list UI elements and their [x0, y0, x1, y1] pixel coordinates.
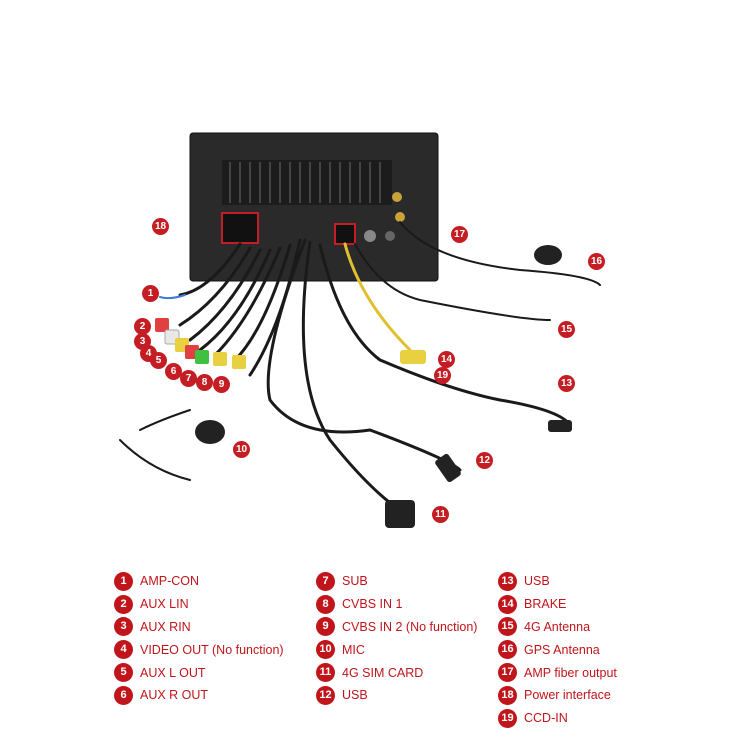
port: [385, 231, 395, 241]
legend-number: 2: [114, 595, 133, 614]
legend-number: 3: [114, 617, 133, 636]
legend-column-2: 7 SUB 8 CVBS IN 1 9 CVBS IN 2 (No function)…: [316, 570, 477, 707]
legend-label: MIC: [342, 643, 365, 657]
legend-item: 6 AUX R OUT: [114, 684, 284, 707]
head-unit: [190, 133, 438, 281]
product-photo: [0, 0, 750, 560]
port: [364, 230, 376, 242]
legend-label: AUX L OUT: [140, 666, 206, 680]
legend-item: 14 BRAKE: [498, 593, 617, 616]
legend-label: 4G SIM CARD: [342, 666, 423, 680]
photo-badge-10: 10: [233, 441, 250, 458]
photo-badge-15: 15: [558, 321, 575, 338]
legend-item: 5 AUX L OUT: [114, 661, 284, 684]
legend-label: CVBS IN 2 (No function): [342, 620, 477, 634]
legend-number: 19: [498, 709, 517, 728]
legend-item: 4 VIDEO OUT (No function): [114, 638, 284, 661]
legend-column-1: 1 AMP-CON 2 AUX LIN 3 AUX RIN 4 VIDEO OUT (N…: [114, 570, 284, 707]
legend-item: 18 Power interface: [498, 684, 617, 707]
legend-number: 10: [316, 640, 335, 659]
legend-item: 12 USB: [316, 684, 477, 707]
antenna-port: [395, 212, 405, 222]
power-connector: [222, 213, 258, 243]
photo-badge-1: 1: [142, 285, 159, 302]
legend-item: 17 AMP fiber output: [498, 661, 617, 684]
gps-antenna: [534, 245, 562, 265]
legend-label: GPS Antenna: [524, 643, 600, 657]
legend-number: 8: [316, 595, 335, 614]
legend-label: BRAKE: [524, 597, 566, 611]
legend-label: 4G Antenna: [524, 620, 590, 634]
legend-label: AMP-CON: [140, 574, 199, 588]
legend-item: 10 MIC: [316, 638, 477, 661]
photo-badge-13: 13: [558, 375, 575, 392]
usb-plug: [548, 420, 572, 432]
legend-label: AUX LIN: [140, 597, 189, 611]
photo-badge-12: 12: [476, 452, 493, 469]
legend-label: VIDEO OUT (No function): [140, 643, 284, 657]
legend-number: 9: [316, 617, 335, 636]
amp-fiber-connector: [335, 224, 355, 244]
legend-number: 16: [498, 640, 517, 659]
photo-badge-16: 16: [588, 253, 605, 270]
legend-item: 15 4G Antenna: [498, 616, 617, 639]
legend-number: 7: [316, 572, 335, 591]
legend-label: CCD-IN: [524, 711, 568, 725]
photo-badge-17: 17: [451, 226, 468, 243]
sim-card-holder: [385, 500, 415, 528]
photo-badge-7: 7: [180, 370, 197, 387]
legend-number: 6: [114, 686, 133, 705]
legend-item: 2 AUX LIN: [114, 593, 284, 616]
heatsink: [222, 160, 392, 205]
photo-badge-18: 18: [152, 218, 169, 235]
legend-label: Power interface: [524, 688, 611, 702]
legend-item: 19 CCD-IN: [498, 707, 617, 730]
legend-item: 8 CVBS IN 1: [316, 593, 477, 616]
photo-badge-9: 9: [213, 376, 230, 393]
legend-number: 4: [114, 640, 133, 659]
legend-column-3: 13 USB 14 BRAKE 15 4G Antenna 16 GPS Antenna…: [498, 570, 617, 730]
legend-number: 18: [498, 686, 517, 705]
antenna-port: [392, 192, 402, 202]
legend-number: 5: [114, 663, 133, 682]
legend-number: 12: [316, 686, 335, 705]
legend-item: 13 USB: [498, 570, 617, 593]
legend: 1 AMP-CON 2 AUX LIN 3 AUX RIN 4 VIDEO OUT (N…: [0, 570, 750, 740]
legend-label: AUX R OUT: [140, 688, 208, 702]
legend-number: 11: [316, 663, 335, 682]
legend-item: 16 GPS Antenna: [498, 638, 617, 661]
legend-label: USB: [342, 688, 368, 702]
legend-item: 7 SUB: [316, 570, 477, 593]
legend-number: 13: [498, 572, 517, 591]
legend-number: 1: [114, 572, 133, 591]
legend-label: USB: [524, 574, 550, 588]
legend-number: 14: [498, 595, 517, 614]
photo-badge-11: 11: [432, 506, 449, 523]
legend-label: AMP fiber output: [524, 666, 617, 680]
photo-badge-19: 19: [434, 367, 451, 384]
microphone: [195, 420, 225, 444]
legend-item: 9 CVBS IN 2 (No function): [316, 616, 477, 639]
photo-badge-5: 5: [150, 352, 167, 369]
legend-label: CVBS IN 1: [342, 597, 402, 611]
photo-badge-8: 8: [196, 374, 213, 391]
legend-number: 17: [498, 663, 517, 682]
legend-item: 3 AUX RIN: [114, 616, 284, 639]
legend-item: 1 AMP-CON: [114, 570, 284, 593]
legend-item: 11 4G SIM CARD: [316, 661, 477, 684]
legend-number: 15: [498, 617, 517, 636]
legend-label: AUX RIN: [140, 620, 191, 634]
photo-badge-14: 14: [438, 351, 455, 368]
legend-label: SUB: [342, 574, 368, 588]
